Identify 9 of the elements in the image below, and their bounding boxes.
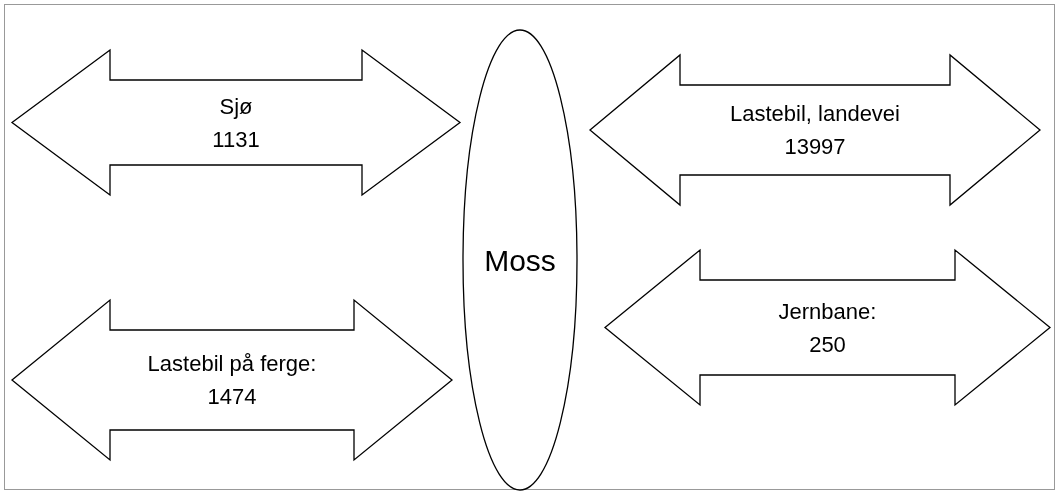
arrow-label: Lastebil, landevei [730, 100, 900, 128]
node-label: Moss [484, 242, 556, 279]
arrow-label: Jernbane: [778, 297, 877, 326]
arrow-label: 250 [809, 330, 846, 359]
arrow-label: 1131 [212, 125, 260, 154]
arrow-label: Lastebil på ferge: [147, 350, 317, 378]
arrow-label: Sjø [219, 92, 253, 121]
arrow-label: 1474 [207, 383, 257, 411]
arrow-label: 13997 [784, 133, 846, 161]
